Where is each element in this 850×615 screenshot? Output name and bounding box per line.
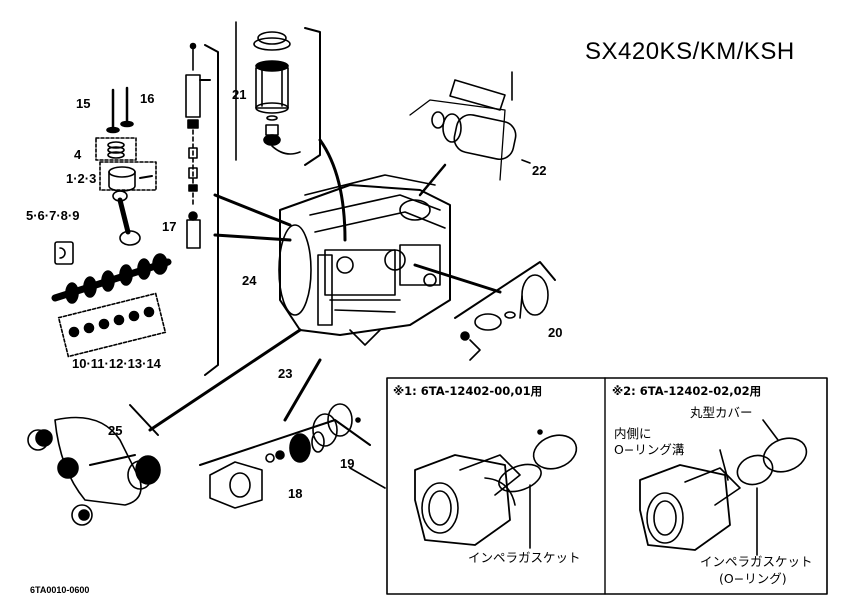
callout-24: 24	[242, 273, 257, 288]
drawing-code: 6TA0010-0600	[30, 585, 90, 595]
timing-belt-kit	[27, 328, 302, 526]
callout-18: 18	[288, 486, 303, 501]
callout-5-9: 5·6·7·8·9	[26, 208, 80, 223]
inset-left-header: ※1: 6TA-12402-00,01用	[393, 384, 543, 398]
callout-10-14: 10·11·12·13·14	[72, 356, 161, 371]
inset-box	[386, 377, 828, 595]
callout-22: 22	[532, 163, 547, 178]
inset-right-header: ※2: 6TA-12402-02,02用	[612, 384, 762, 398]
starter-motor	[409, 71, 531, 197]
callout-1-2-3: 1·2·3	[66, 171, 97, 186]
callout-16: 16	[140, 91, 155, 106]
inner-oring-label-2: O−リング溝	[614, 442, 685, 457]
callout-23: 23	[278, 366, 293, 381]
connecting-rod	[112, 190, 141, 246]
round-cover-label: 丸型カバー	[690, 405, 753, 420]
valves	[106, 86, 134, 134]
engine-block	[278, 174, 451, 346]
callout-19: 19	[340, 456, 355, 471]
main-bearing-set	[57, 292, 167, 358]
impeller-gasket-right-2: (O−リング)	[719, 571, 787, 586]
callout-25: 25	[108, 423, 123, 438]
bearing-shells	[54, 241, 74, 265]
callout-15: 15	[76, 96, 91, 111]
impeller-gasket-right-1: インペラガスケット	[700, 554, 813, 569]
callout-17: 17	[162, 219, 177, 234]
pump-housing-left	[414, 429, 578, 549]
callout-20: 20	[548, 325, 563, 340]
leader-lines	[213, 138, 347, 242]
impeller-gasket-left: インペラガスケット	[468, 550, 581, 565]
model-title: SX420KS/KM/KSH	[585, 38, 795, 65]
piston-box	[99, 161, 157, 192]
water-pump-kit	[199, 358, 371, 509]
callout-4: 4	[74, 147, 82, 162]
inset-leader	[349, 467, 386, 489]
fuel-injector	[185, 42, 211, 249]
fuel-filter	[235, 21, 321, 166]
inner-oring-label-1: 内側に	[614, 426, 652, 441]
valve-spring-box	[95, 137, 137, 161]
pump-housing-right	[639, 419, 808, 556]
crankshaft	[51, 253, 172, 304]
left-panel-bracket	[204, 44, 219, 376]
callout-21: 21	[232, 87, 247, 102]
oil-filter	[413, 261, 556, 361]
